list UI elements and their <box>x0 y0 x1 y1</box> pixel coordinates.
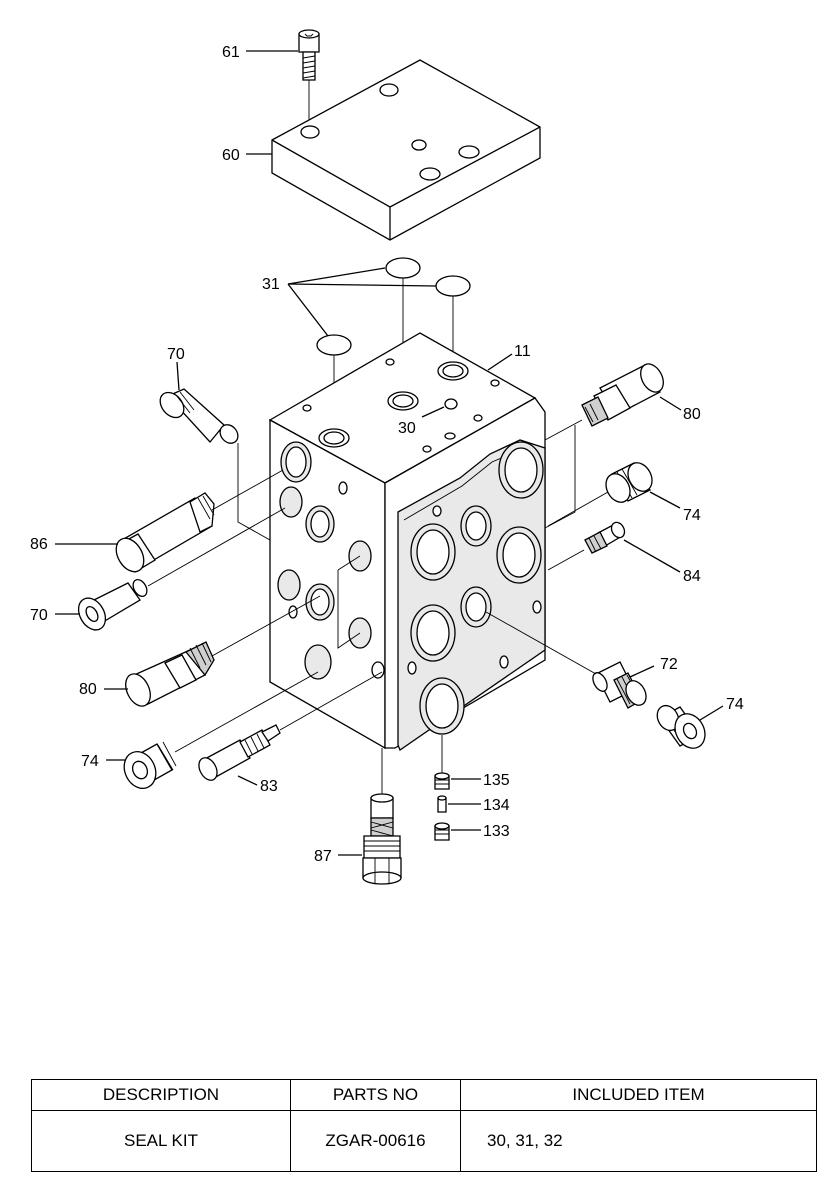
plug-74-top-right <box>605 462 653 503</box>
cartridge-80-left <box>125 641 215 707</box>
callout-70-top: 70 <box>167 346 185 363</box>
cell-description: SEAL KIT <box>31 1110 291 1172</box>
exploded-valve-diagram: 61 60 31 <box>30 29 744 885</box>
callout-74-top-right: 74 <box>683 507 701 524</box>
callout-80-right: 80 <box>683 406 701 423</box>
table-header-row: DESCRIPTION PARTS NO INCLUDED ITEM <box>31 1079 817 1111</box>
seal-kit-table: DESCRIPTION PARTS NO INCLUDED ITEM SEAL … <box>31 1079 817 1172</box>
callout-72: 72 <box>660 656 678 673</box>
valve-body-11 <box>268 332 546 751</box>
callout-135: 135 <box>483 772 510 789</box>
cartridge-80-right <box>581 363 664 427</box>
header-parts-no: PARTS NO <box>290 1079 461 1111</box>
cell-parts-no: ZGAR-00616 <box>290 1110 461 1172</box>
part-134 <box>437 795 447 813</box>
cartridge-72 <box>592 661 647 709</box>
callout-70-lower: 70 <box>30 607 48 624</box>
plug-70-top <box>159 388 239 444</box>
header-included-item: INCLUDED ITEM <box>460 1079 817 1111</box>
plug-74-lower-right <box>656 704 706 749</box>
callout-74-lower-right: 74 <box>726 696 744 713</box>
cartridge-83 <box>198 724 281 781</box>
callout-60: 60 <box>222 147 240 164</box>
relief-valve-86 <box>115 492 215 573</box>
table-row: SEAL KIT ZGAR-00616 30, 31, 32 <box>31 1110 817 1172</box>
plug-74-left <box>123 741 177 789</box>
callout-11: 11 <box>514 343 531 360</box>
callout-83: 83 <box>260 778 278 795</box>
plug-70-lower <box>77 578 148 631</box>
bolt-61 <box>298 29 320 128</box>
callout-30: 30 <box>398 420 416 437</box>
part-133 <box>434 822 450 841</box>
callout-74-left: 74 <box>81 753 99 770</box>
callout-87: 87 <box>314 848 332 865</box>
cell-included-item: 30, 31, 32 <box>460 1110 817 1172</box>
part-135 <box>434 772 450 790</box>
callout-80-left: 80 <box>79 681 97 698</box>
cover-plate-60 <box>271 59 541 241</box>
cartridge-84 <box>584 521 626 554</box>
callout-134: 134 <box>483 797 510 814</box>
check-valve-87 <box>362 793 402 885</box>
callout-31: 31 <box>262 276 280 293</box>
callout-61: 61 <box>222 44 240 61</box>
callout-133: 133 <box>483 823 510 840</box>
header-description: DESCRIPTION <box>31 1079 291 1111</box>
o-ring-30 <box>444 398 458 410</box>
callout-84: 84 <box>683 568 701 585</box>
callout-86: 86 <box>30 536 48 553</box>
